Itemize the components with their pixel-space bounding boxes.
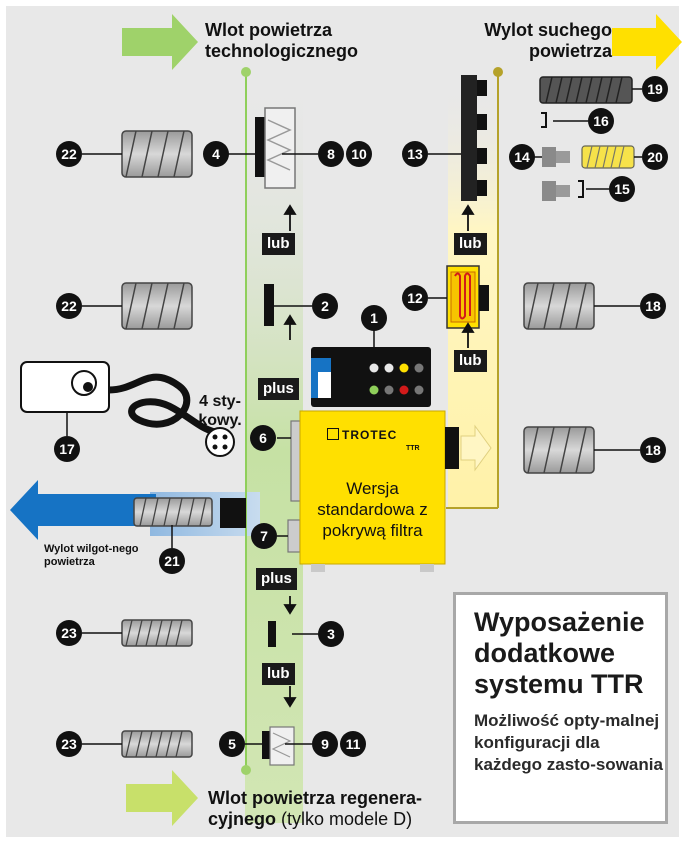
badge-lub-3: lub bbox=[454, 233, 487, 255]
number-20: 20 bbox=[642, 144, 668, 170]
hose-20 bbox=[581, 145, 635, 169]
number-7: 7 bbox=[251, 523, 277, 549]
heading-process-inlet: Wlot powietrza technologicznego bbox=[205, 20, 358, 61]
lane-arrows bbox=[283, 204, 475, 708]
brand-icon bbox=[327, 428, 339, 440]
adapter-15 bbox=[542, 181, 570, 201]
number-18a: 18 bbox=[640, 293, 666, 319]
filter-7 bbox=[287, 519, 301, 553]
number-12: 12 bbox=[402, 285, 428, 311]
hose-22-top bbox=[121, 130, 193, 178]
bracket-15 bbox=[578, 180, 584, 198]
process-line-dot-top bbox=[241, 67, 251, 77]
badge-plus-2: plus bbox=[256, 568, 297, 590]
arrow-wet-outlet bbox=[10, 480, 156, 540]
heading-dry-outlet: Wylot suchego powietrza bbox=[484, 20, 612, 61]
wet-outlet-connector bbox=[220, 498, 246, 528]
number-8: 8 bbox=[318, 141, 344, 167]
number-23a: 23 bbox=[56, 620, 82, 646]
brand-logo: TROTEC bbox=[327, 428, 432, 442]
number-23b: 23 bbox=[56, 731, 82, 757]
brand-name: TROTEC bbox=[342, 428, 398, 442]
number-3: 3 bbox=[318, 621, 344, 647]
hose-21 bbox=[133, 497, 213, 527]
filter-9-11 bbox=[262, 726, 295, 766]
number-10: 10 bbox=[346, 141, 372, 167]
info-title: Wyposażenie dodatkowe systemu TTR bbox=[474, 607, 645, 699]
heading-regen-inlet: Wlot powietrza regenera-cyjnego (tylko m… bbox=[208, 788, 444, 830]
heading-wet-outlet: Wylot wilgot-nego powietrza bbox=[44, 543, 139, 568]
number-22b: 22 bbox=[56, 293, 82, 319]
hose-22-mid bbox=[121, 282, 193, 330]
number-16: 16 bbox=[588, 108, 614, 134]
hose-18-bottom bbox=[523, 426, 595, 474]
heater-12 bbox=[446, 265, 489, 329]
unit-caption: Wersja standardowa z pokrywą filtra bbox=[317, 479, 428, 540]
arrow-process-inlet bbox=[122, 14, 198, 70]
control-unit-1 bbox=[311, 347, 431, 407]
number-5: 5 bbox=[219, 731, 245, 757]
heading-regen-note: (tylko modele D) bbox=[281, 809, 413, 829]
number-1: 1 bbox=[361, 305, 387, 331]
process-line-dot-bottom bbox=[241, 765, 251, 775]
badge-lub-1: lub bbox=[262, 233, 295, 255]
hygrostat-17 bbox=[20, 361, 235, 457]
leader-lines bbox=[82, 88, 642, 745]
bracket-16 bbox=[541, 112, 547, 128]
arrow-dry-outlet bbox=[612, 14, 682, 70]
info-subtitle: Możliwość opty-malnej konfiguracji dla k… bbox=[474, 711, 663, 774]
info-box: Wyposażenie dodatkowe systemu TTR Możliw… bbox=[453, 592, 668, 824]
number-2: 2 bbox=[312, 293, 338, 319]
adapter-14 bbox=[542, 147, 570, 167]
hose-23-top bbox=[121, 619, 193, 647]
hose-18-top bbox=[523, 282, 595, 330]
number-4: 4 bbox=[203, 141, 229, 167]
number-22a: 22 bbox=[56, 141, 82, 167]
badge-lub-2: lub bbox=[262, 663, 295, 685]
filter-2 bbox=[264, 284, 274, 326]
number-19: 19 bbox=[642, 76, 668, 102]
number-13: 13 bbox=[402, 141, 428, 167]
badge-lub-4: lub bbox=[454, 350, 487, 372]
number-15: 15 bbox=[609, 176, 635, 202]
hose-19 bbox=[539, 76, 633, 104]
number-14: 14 bbox=[509, 144, 535, 170]
heading-regen-main: Wlot powietrza regenera-cyjnego bbox=[208, 788, 423, 829]
number-21: 21 bbox=[159, 548, 185, 574]
hose-23-bottom bbox=[121, 730, 193, 758]
dry-line-dot bbox=[493, 67, 503, 77]
manifold-13 bbox=[461, 75, 487, 201]
connector-label: 4 sty-kowy. bbox=[198, 393, 242, 429]
number-11: 11 bbox=[340, 731, 366, 757]
main-unit bbox=[299, 410, 492, 572]
filter-3 bbox=[268, 621, 276, 647]
number-18b: 18 bbox=[640, 437, 666, 463]
model-label: TTR bbox=[406, 445, 420, 452]
badge-plus-1: plus bbox=[258, 378, 299, 400]
arrow-regen-inlet bbox=[126, 770, 198, 826]
number-6: 6 bbox=[250, 425, 276, 451]
number-17: 17 bbox=[54, 436, 80, 462]
filter-8-10 bbox=[255, 107, 296, 189]
number-9: 9 bbox=[312, 731, 338, 757]
